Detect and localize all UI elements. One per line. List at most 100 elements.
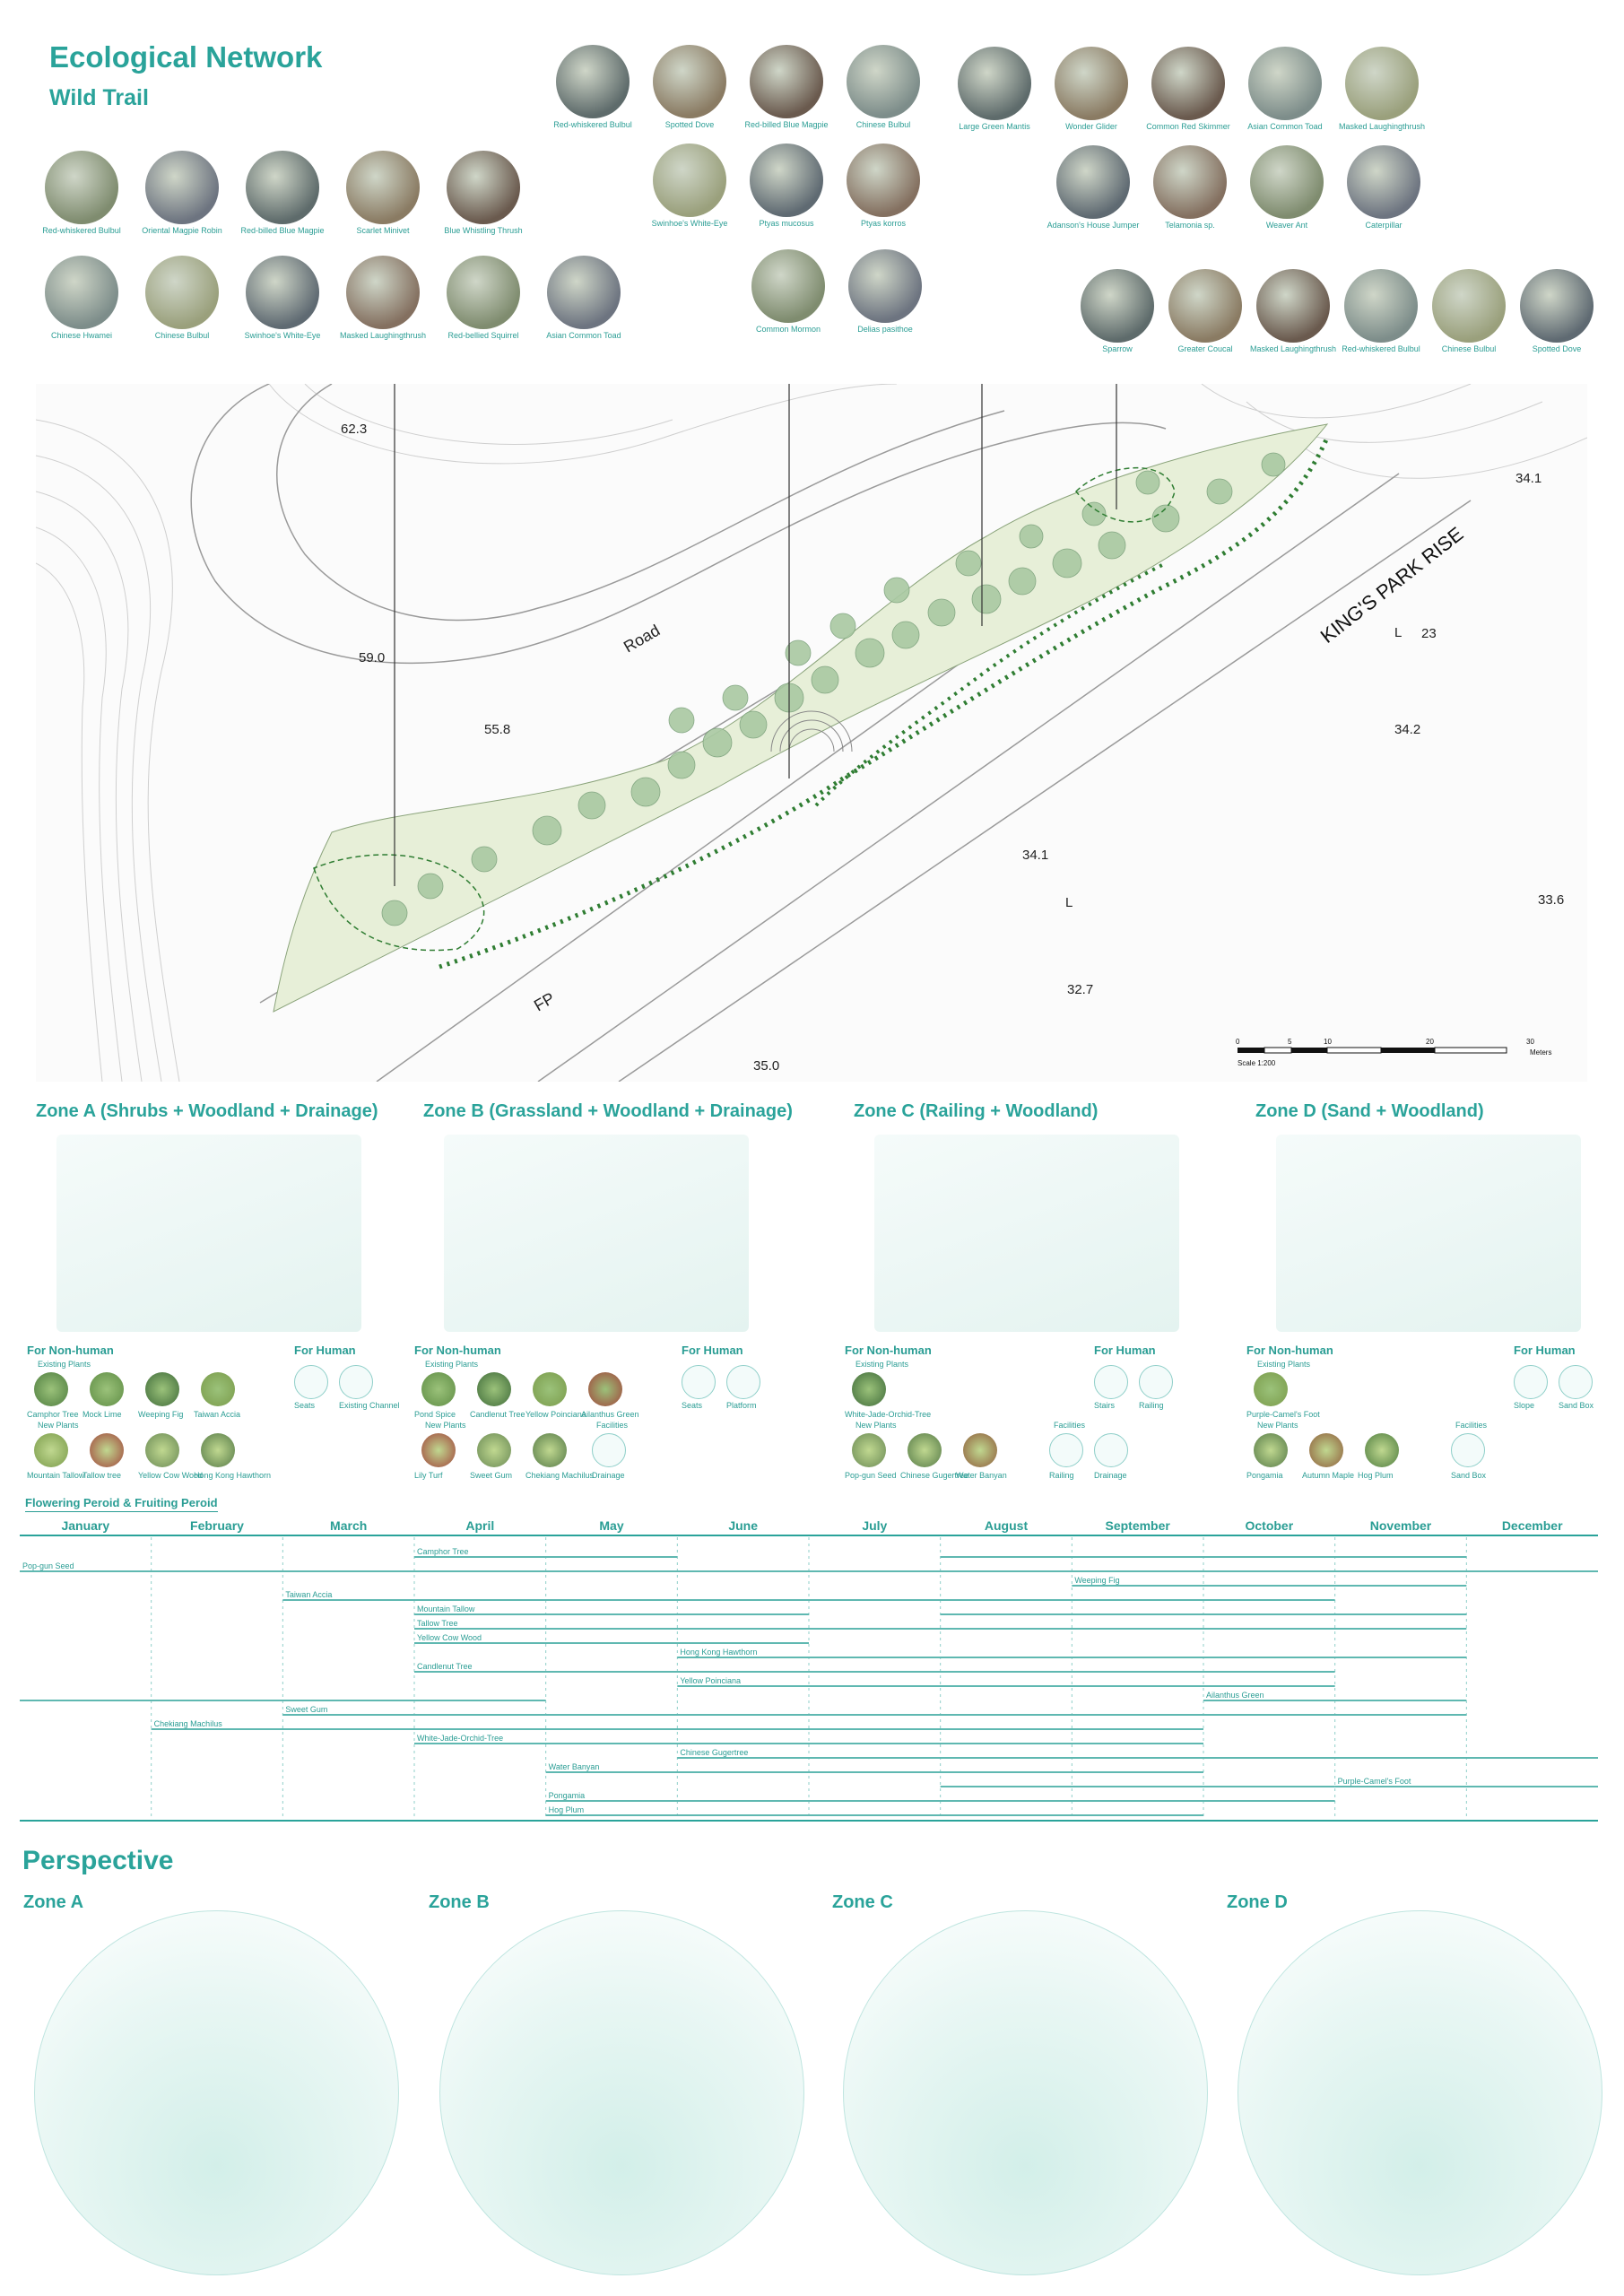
plant-photo [477, 1433, 511, 1467]
species-photo [1153, 145, 1227, 219]
species-caption: Chinese Bulbul [1441, 344, 1497, 353]
plant-photo [852, 1372, 886, 1406]
human-item-icon [682, 1365, 716, 1399]
species-caption: Common Red Skimmer [1146, 122, 1230, 131]
species-photo [45, 256, 118, 329]
period-label: Yellow Cow Wood [417, 1633, 482, 1642]
period-label: Tallow Tree [417, 1619, 458, 1628]
species-caption: Sparrow [1102, 344, 1133, 353]
existing-plants-label: Existing Plants [855, 1360, 909, 1369]
level-33-6: 33.6 [1538, 892, 1564, 908]
month-label: August [985, 1518, 1029, 1533]
site-plan-drawing: 62.3 59.0 55.8 34.1 34.2 33.6 34.1 32.7 … [35, 383, 1588, 1083]
species-photo [1151, 47, 1225, 120]
perspective-illustration [439, 1910, 804, 2275]
zone-sketch [56, 1135, 361, 1332]
level-34-2: 34.2 [1394, 722, 1420, 737]
timeline-title: Flowering Peroid & Fruiting Peroid [25, 1496, 218, 1512]
species-caption: Masked Laughingthrush [339, 331, 427, 340]
species-caption: Swinhoe's White-Eye [244, 331, 321, 340]
species-caption: Greater Coucal [1177, 344, 1233, 353]
human-item-icon [294, 1365, 328, 1399]
perspective-zone-label: Zone B [429, 1892, 490, 1912]
human-item-icon [1094, 1365, 1128, 1399]
zone-title: Zone D (Sand + Woodland) [1255, 1101, 1484, 1121]
species-caption: Telamonia sp. [1165, 221, 1215, 230]
species-caption: Blue Whistling Thrush [444, 226, 523, 235]
human-item-name: Platform [726, 1401, 757, 1410]
scale-tick-20: 20 [1426, 1038, 1434, 1046]
species-photo [1345, 47, 1419, 120]
plant-name: Weeping Fig [138, 1410, 184, 1419]
species-caption: Chinese Bulbul [154, 331, 210, 340]
species-photo [750, 45, 823, 118]
facility-name: Sand Box [1451, 1471, 1487, 1480]
species-photo [556, 45, 630, 118]
species-caption: Spotted Dove [664, 120, 715, 129]
plant-photo [34, 1433, 68, 1467]
level-32-7: 32.7 [1067, 982, 1093, 997]
species-photo [1248, 47, 1322, 120]
species-caption: Red-whiskered Bulbul [553, 120, 632, 129]
human-item-icon [1559, 1365, 1593, 1399]
month-label: December [1502, 1518, 1563, 1533]
species-caption: Adanson's House Jumper [1046, 221, 1140, 230]
species-photo [547, 256, 621, 329]
zone-sketch [444, 1135, 749, 1332]
zone-sketch [874, 1135, 1179, 1332]
facility-icon [1049, 1433, 1083, 1467]
species-photo [1250, 145, 1324, 219]
species-caption: Red-billed Blue Magpie [240, 226, 325, 235]
plant-photo [90, 1372, 124, 1406]
species-caption: Asian Common Toad [1247, 122, 1323, 131]
species-caption: Large Green Mantis [959, 122, 1030, 131]
human-item-icon [1139, 1365, 1173, 1399]
plant-photo [421, 1372, 456, 1406]
species-photo [1081, 269, 1154, 343]
month-label: November [1370, 1518, 1432, 1533]
plant-photo [477, 1372, 511, 1406]
plant-photo [588, 1372, 622, 1406]
scale-bar [1238, 1047, 1507, 1054]
non-human-label: For Non-human [414, 1344, 501, 1357]
map-23: 23 [1421, 626, 1437, 641]
period-label: Pop-gun Seed [22, 1561, 74, 1570]
species-photo [447, 256, 520, 329]
month-label: July [862, 1518, 887, 1533]
existing-plants-label: Existing Plants [38, 1360, 91, 1369]
plant-name: Taiwan Accia [194, 1410, 241, 1419]
plant-photo [421, 1433, 456, 1467]
plant-name: Tallow tree [83, 1471, 122, 1480]
facility-icon [1094, 1433, 1128, 1467]
level-62-3: 62.3 [341, 422, 367, 437]
species-photo [750, 144, 823, 217]
plant-name: Purple-Camel's Foot [1246, 1410, 1320, 1419]
plant-photo [1309, 1433, 1343, 1467]
species-photo [246, 151, 319, 224]
plant-photo [34, 1372, 68, 1406]
species-caption: Common Mormon [755, 325, 821, 334]
species-photo [1055, 47, 1128, 120]
period-label: Camphor Tree [417, 1547, 469, 1556]
period-label: Pongamia [549, 1791, 586, 1800]
species-photo [847, 144, 920, 217]
scale-tick-10: 10 [1324, 1038, 1332, 1046]
species-photo [1056, 145, 1130, 219]
month-label: September [1105, 1518, 1170, 1533]
facilities-label: Facilities [596, 1421, 629, 1430]
month-label: February [190, 1518, 244, 1533]
species-photo [346, 256, 420, 329]
species-caption: Swinhoe's White-Eye [651, 219, 728, 228]
plant-name: Hong Kong Hawthorn [194, 1471, 272, 1480]
human-item-icon [726, 1365, 760, 1399]
plant-photo [852, 1433, 886, 1467]
species-photo [653, 45, 726, 118]
species-caption: Chinese Bulbul [855, 120, 911, 129]
map-l1: L [1394, 625, 1402, 640]
species-caption: Wonder Glider [1065, 122, 1117, 131]
species-photo [653, 144, 726, 217]
species-caption: Caterpillar [1365, 221, 1403, 230]
scale-tick-0: 0 [1236, 1038, 1240, 1046]
perspective-zone-label: Zone D [1227, 1892, 1288, 1912]
facility-name: Drainage [592, 1471, 625, 1480]
